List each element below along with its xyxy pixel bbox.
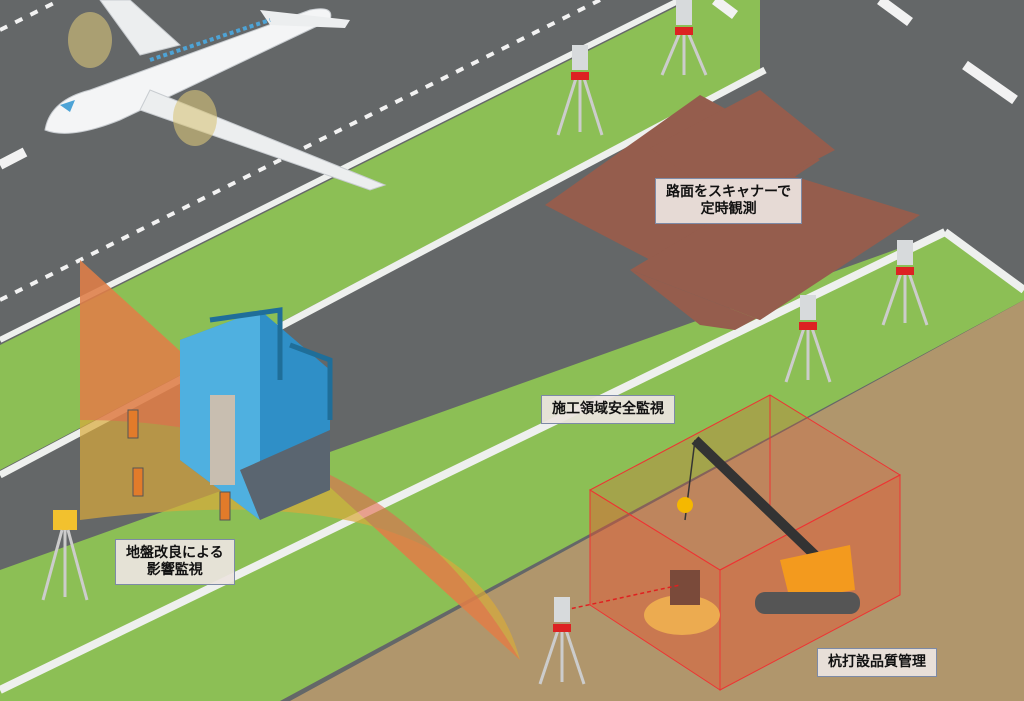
- scanner-observation-label: 路面をスキャナーで 定時観測: [655, 178, 803, 224]
- ground-improvement-machine: [180, 307, 333, 520]
- label-line: 施工領域安全監視: [552, 401, 664, 417]
- label-line: 影響監視: [146, 562, 203, 578]
- airplane: [44, 0, 387, 191]
- lower-edge-line: [942, 228, 1024, 294]
- runway-marking: [877, 0, 913, 27]
- label-line: 路面をスキャナーで: [666, 184, 792, 200]
- lower-edge-line: [0, 228, 947, 694]
- ground-impact-label: 地盤改良による 影響監視: [115, 539, 235, 585]
- runway-marking: [962, 60, 1018, 105]
- settlement-gauges: [127, 409, 231, 521]
- total-stations: [41, 0, 929, 685]
- crawler-crane: [644, 436, 860, 635]
- pile-quality-label: 杭打設品質管理: [817, 648, 937, 677]
- label-line: 地盤改良による: [126, 545, 224, 561]
- laser-line: [564, 584, 681, 611]
- lower-grass-strip: [0, 232, 1024, 701]
- runway-dash-line: [0, 0, 61, 32]
- runway-marking: [0, 147, 28, 170]
- label-line: 定時観測: [700, 201, 757, 217]
- safety-monitoring-label: 施工領域安全監視: [541, 395, 675, 424]
- runway-marking: [712, 0, 738, 19]
- label-line: 杭打設品質管理: [828, 654, 926, 670]
